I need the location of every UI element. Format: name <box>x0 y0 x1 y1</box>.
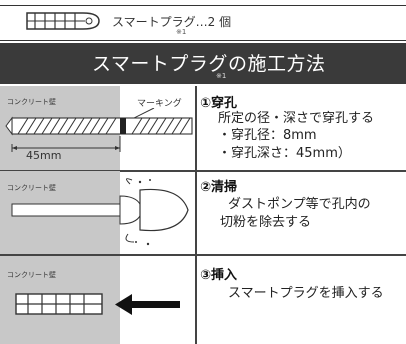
drill-bit-illustration <box>5 108 193 152</box>
marking-label: マーキング <box>137 99 182 109</box>
step-3-line-1: スマートプラグを挿入する <box>228 286 384 301</box>
header-note: ※1 <box>176 28 187 36</box>
plug-quantity: スマートプラグ…2 個 <box>112 15 232 29</box>
wall-label-2: コンクリート壁 <box>7 184 56 192</box>
step-2-line-1: ダストポンプ等で孔内の <box>228 197 371 212</box>
divider-1 <box>0 170 406 172</box>
column-divider <box>195 86 197 344</box>
dust-pump-illustration <box>11 178 189 246</box>
step-2-line-2: 切粉を除去する <box>220 215 312 230</box>
step-2-heading: ②清掃 <box>200 180 238 195</box>
step-1-heading: ①穿孔 <box>200 96 238 111</box>
step-1-line-1: 所定の径・深さで穿孔する <box>218 111 375 126</box>
step-3-heading: ③挿入 <box>200 268 238 283</box>
wall-label-3: コンクリート壁 <box>7 271 56 279</box>
header-strip <box>0 5 406 41</box>
plug-icon <box>26 12 100 30</box>
divider-2 <box>0 254 406 256</box>
dimension-label: 45mm <box>26 149 62 162</box>
title-note: ※1 <box>216 72 227 80</box>
step-1-line-2: ・穿孔径：8mm <box>218 128 317 143</box>
page-title: スマートプラグの施工方法 <box>92 53 326 75</box>
title-bar <box>0 43 406 84</box>
plug-insert-illustration <box>15 293 180 315</box>
wall-label-1: コンクリート壁 <box>7 98 56 106</box>
step-1-line-3: ・穿孔深さ：45mm） <box>218 146 351 161</box>
